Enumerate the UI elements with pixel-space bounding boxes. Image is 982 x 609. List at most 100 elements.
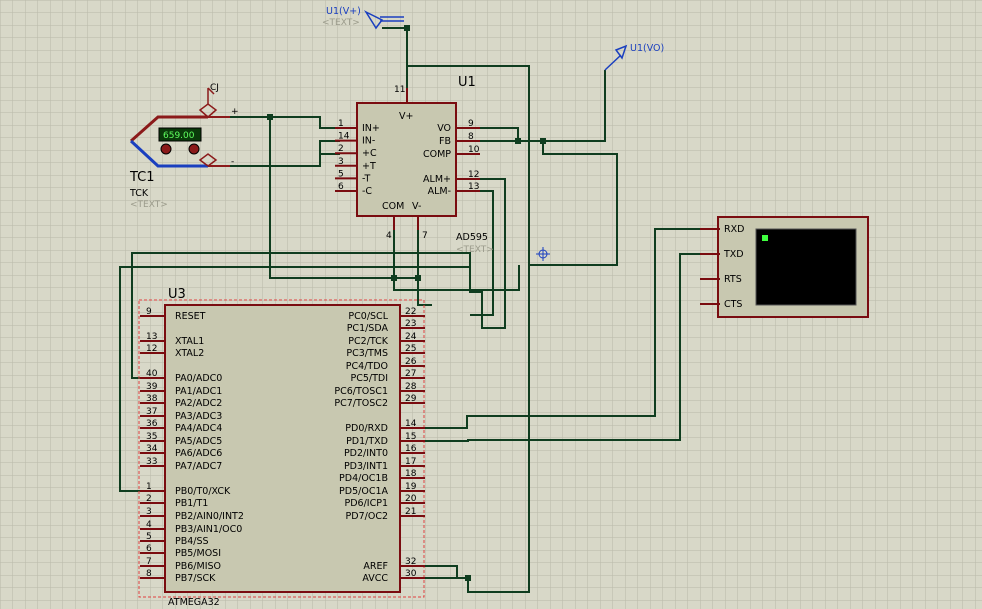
junctions (267, 25, 546, 581)
u1-pin-label: IN+ (362, 123, 380, 134)
u1-pin-vo[interactable]: 9VO (437, 119, 480, 134)
probe-vplus-text: <TEXT> (322, 18, 360, 28)
tc-decrement-button[interactable] (160, 143, 172, 155)
u1-pin-t[interactable]: 3+T (335, 157, 376, 172)
u1-pin-in[interactable]: 14 IN- (335, 132, 375, 147)
u3-pin-label: PD2/INT0 (344, 448, 388, 459)
u1-pin-number: 14 (338, 132, 350, 142)
u1-pin-label: IN- (362, 136, 375, 147)
u3-pin-label: PC6/TOSC1 (334, 386, 388, 397)
terminal-pin-label: TXD (723, 249, 744, 260)
u1-pin-label: +C (362, 148, 377, 159)
probe-vplus[interactable]: U1(V+) <TEXT> (322, 6, 404, 30)
u1-pin-label: FB (439, 136, 451, 147)
u1-pin-label: ALM- (428, 186, 451, 197)
u1-pin-label: +T (362, 161, 376, 172)
u1-pin-number: 9 (468, 119, 474, 129)
u1-pin-fb[interactable]: 8FB (439, 132, 480, 147)
virtual-terminal[interactable]: RXD TXD RTS CTS (700, 216, 869, 318)
terminal-pin-label: RTS (724, 274, 742, 285)
u3-pin-label: AVCC (362, 573, 388, 584)
u3-pin-number: 28 (405, 382, 417, 392)
terminal-pin-rxd[interactable]: RXD (700, 224, 744, 235)
u3-pin-number: 37 (146, 407, 157, 417)
u1-pin-label: V- (412, 201, 421, 212)
tc-increment-button[interactable] (188, 143, 200, 155)
terminal-pin-cts[interactable]: CTS (700, 299, 742, 310)
u3-pin-label: RESET (175, 311, 206, 322)
terminal-screen[interactable] (755, 228, 857, 306)
thermocouple-display (158, 127, 202, 142)
u1-pin-c[interactable]: 2+C (335, 144, 377, 159)
u1-pin-label: -C (362, 186, 372, 197)
u3-pin-avcc[interactable]: 30 AVCC (362, 569, 425, 584)
probe-vo[interactable]: U1(VO) (604, 43, 664, 71)
u3-pin-number: 20 (405, 494, 417, 504)
u1-pin-v[interactable]: 7 V- (412, 201, 428, 241)
u3-pin-number: 29 (405, 394, 417, 404)
u1-pin-c[interactable]: 6-C (335, 182, 372, 197)
terminal-pin-rts[interactable]: RTS (700, 274, 742, 285)
u3-pin-number: 39 (146, 382, 158, 392)
u1-top-pin-label: V+ (399, 111, 413, 122)
u3-pin-number: 35 (146, 432, 157, 442)
u3-pin-number: 33 (146, 457, 157, 467)
thermocouple-tc1[interactable]: 659.00 CJ + - TC1 TCK <TEXT> (129, 83, 239, 210)
u3-pin-pa1adc1[interactable]: 39 PA1/ADC1 (140, 382, 222, 397)
u3-pin-pc6tosc1[interactable]: 28 PC6/TOSC1 (334, 382, 425, 397)
u1-pin-number: 7 (422, 231, 428, 241)
u3-pin-label: PC3/TMS (346, 348, 388, 359)
u3-pin-label: PA1/ADC1 (175, 386, 222, 397)
probe-vo-label: U1(VO) (630, 43, 664, 54)
u3-pin-label: PC4/TDO (346, 361, 388, 372)
u3-pin-number: 30 (405, 569, 417, 579)
u1-pin-t[interactable]: 5-T (335, 169, 371, 184)
u3-pin-label: PB4/SS (175, 536, 209, 547)
u1-pin-label: COMP (423, 149, 451, 160)
terminal-pin-txd[interactable]: TXD (700, 249, 744, 260)
u3-pin-label: PB6/MISO (175, 561, 221, 572)
